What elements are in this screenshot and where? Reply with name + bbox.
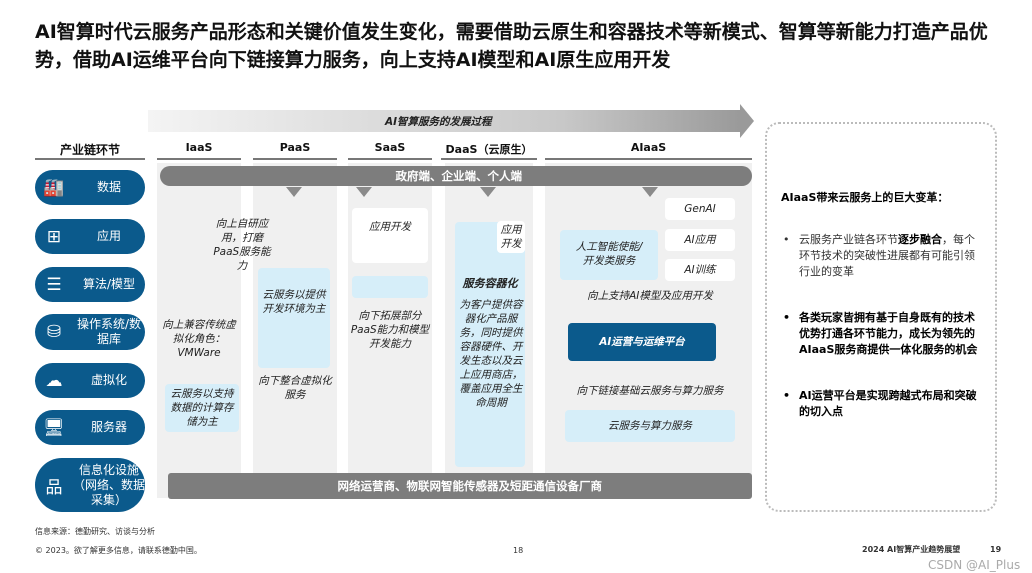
top-customer-bar: 政府端、企业端、个人端 <box>160 166 752 186</box>
banner-label: AI智算服务的发展过程 <box>385 116 492 128</box>
monitor-icon: 🖥 <box>43 417 65 438</box>
arrow-head-icon <box>740 104 754 138</box>
source-note: 信息来源：德勤研究、访谈与分析 <box>35 527 155 536</box>
header-aiaas: AIaaS <box>545 141 752 160</box>
down-arrow-icon <box>286 187 302 197</box>
aiaas-down-note: 向下链接基础云服务与算力服务 <box>576 385 724 397</box>
chain-item-label: 操作系统/数据库 <box>76 317 142 346</box>
down-arrow-icon <box>480 187 496 197</box>
down-arrow-icon <box>356 187 372 197</box>
chain-item-os-db: ⛁ 操作系统/数据库 <box>35 314 145 350</box>
bullet-bold: 逐步融合 <box>898 233 942 246</box>
chain-item-server: 🖥 服务器 <box>35 410 145 445</box>
ai-ops-platform: AI运营与运维平台 <box>568 323 716 361</box>
header-iaas: IaaS <box>157 141 241 160</box>
aiaas-ai-app: AI应用 <box>665 229 735 251</box>
chain-item-label: 服务器 <box>90 420 127 434</box>
paas-main-note: 云服务以提供开发环境为主 <box>258 268 330 368</box>
copyright: © 2023。欲了解更多信息，请联系德勤中国。 <box>35 546 202 555</box>
network-icon: 品 <box>45 477 63 498</box>
page-title: AI智算时代云服务产品形态和关键价值发生变化，需要借助云原生和容器技术等新模式、… <box>35 21 988 71</box>
insight-bullet: 云服务产业链各环节逐步融合，每个环节技术的突破性进展都有可能引领行业的变革 <box>781 232 981 280</box>
chain-item-label: 信息化设施（网络、数据采集） <box>73 462 146 507</box>
daas-desc: 为客户提供容器化产品服务，同时提供容器硬件、开发生态以及云上应用商店，覆盖应用全… <box>459 299 523 409</box>
paas-down-note: 向下整合虚拟化服务 <box>258 375 332 401</box>
insight-heading: AIaaS带来云服务上的巨大变革： <box>781 191 949 204</box>
daas-app-note: 应用开发 <box>497 221 525 253</box>
page-number-left: 18 <box>513 546 524 555</box>
server-rack-icon: ☰ <box>46 274 62 295</box>
header-paas: PaaS <box>253 141 337 160</box>
saas-blue-block <box>352 276 428 298</box>
chain-item-label: 算法/模型 <box>82 277 136 291</box>
down-arrow-icon <box>642 187 658 197</box>
iaas-up-note: 向上兼容传统虚拟化角色：VMWare <box>162 319 236 359</box>
header-chain: 产业链环节 <box>35 141 145 160</box>
bottom-supplier-bar: 网络运营商、物联网智能传感器及短距通信设备厂商 <box>168 473 752 499</box>
report-title: 2024 AI智算产业趋势展望 <box>862 545 961 554</box>
database-icon: ⛁ <box>46 322 62 342</box>
chain-item-apps: ⊞ 应用 <box>35 219 145 254</box>
factory-icon: 🏭 <box>43 177 65 198</box>
saas-down-note: 向下拓展部分PaaS能力和模型开发能力 <box>350 310 430 350</box>
aiaas-up-note: 向上支持AI模型及应用开发 <box>587 290 713 302</box>
bullet-text: 云服务产业链各环节 <box>799 233 898 246</box>
chain-item-label: 虚拟化 <box>90 373 127 387</box>
insight-panel: AIaaS带来云服务上的巨大变革： 云服务产业链各环节逐步融合，每个环节技术的突… <box>765 122 997 512</box>
watermark: CSDN @AI_Plus <box>928 558 1021 572</box>
paas-up-note: 向上自研应用，打磨PaaS服务能力 <box>213 218 271 272</box>
header-daas: DaaS（云原生） <box>441 141 537 160</box>
chain-item-algorithm: ☰ 算法/模型 <box>35 267 145 302</box>
aiaas-ai-train: AI训练 <box>665 259 735 281</box>
bullet-text: ，每个环节技术的突破性进展都有可能引领行业的变革 <box>799 233 975 278</box>
chain-item-label: 数据 <box>96 180 121 194</box>
aiaas-genai: GenAI <box>665 198 735 220</box>
chain-item-label: 应用 <box>96 229 121 243</box>
daas-title: 服务容器化 <box>462 277 518 290</box>
aiaas-enable-note: 人工智能使能/开发类服务 <box>560 230 658 280</box>
insight-bullet: AI运营平台是实现跨越式布局和突破的切入点 <box>781 388 981 420</box>
saas-main-note: 应用开发 <box>352 208 428 263</box>
chain-item-data: 🏭 数据 <box>35 170 145 205</box>
chain-item-infrastructure: 品信息化设施（网络、数据采集） <box>35 458 145 512</box>
insight-bullet: 各类玩家皆拥有基于自身既有的技术优势打通各环节能力，成长为领先的AIaaS服务商… <box>781 310 981 358</box>
column-iaas <box>157 163 241 498</box>
cloud-network-icon: ☁ <box>45 370 63 391</box>
page-number-right: 19 <box>990 545 1002 554</box>
apps-icon: ⊞ <box>46 226 62 247</box>
daas-blue-block <box>455 222 525 467</box>
iaas-main-note: 云服务以支持数据的计算存储为主 <box>165 384 239 432</box>
aiaas-base-note: 云服务与算力服务 <box>565 410 735 442</box>
chain-item-virtualization: ☁ 虚拟化 <box>35 363 145 398</box>
progress-banner-arrow <box>148 110 740 132</box>
header-saas: SaaS <box>348 141 432 160</box>
